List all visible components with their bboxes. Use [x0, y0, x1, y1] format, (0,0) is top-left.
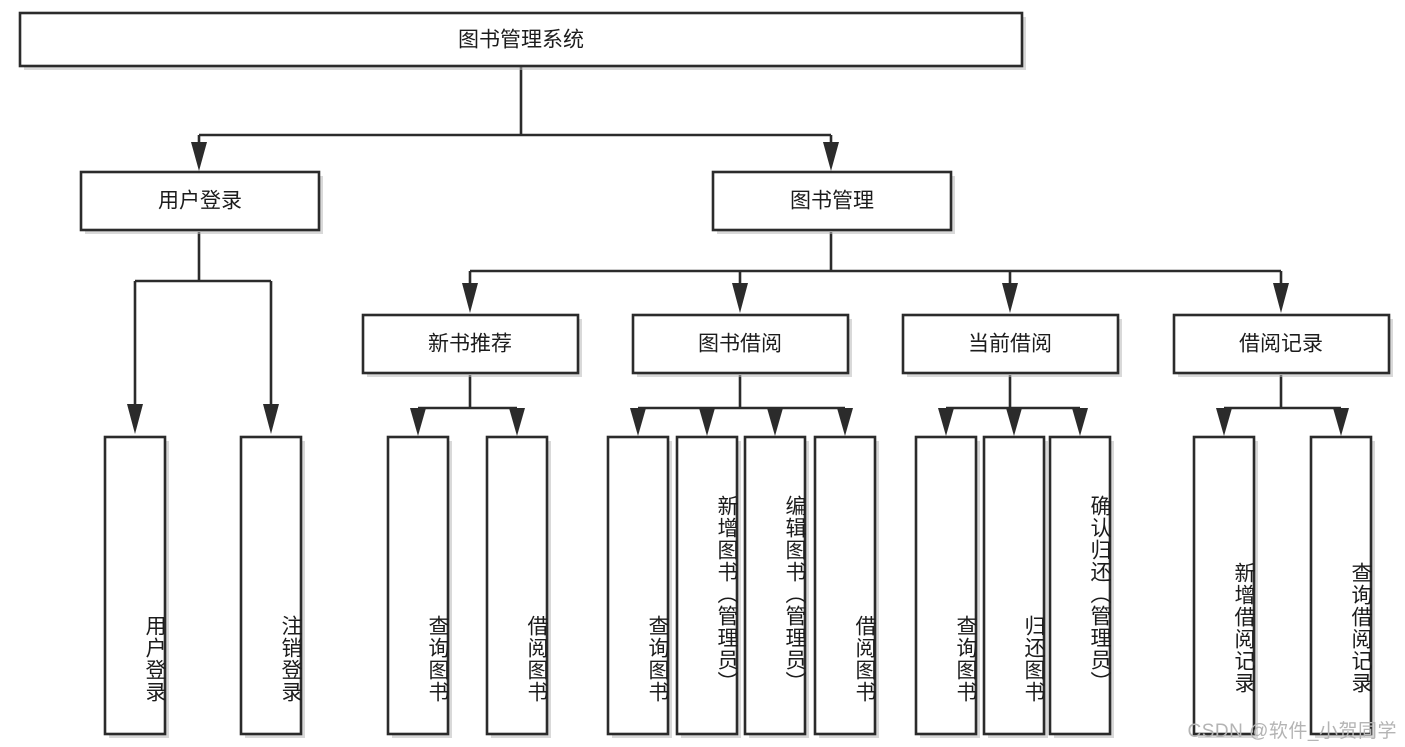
connector-group-book-mgmt-to-level3: [462, 232, 1289, 313]
leaf-group-new-book-recommend: [386, 435, 551, 738]
arrowhead-bb-leaf-4: [837, 408, 853, 436]
node-user-login-box[interactable]: [79, 170, 321, 232]
node-book-borrow[interactable]: 图书借阅: [631, 313, 852, 377]
leaf-nbr-1-box[interactable]: [386, 435, 450, 736]
leaf-bb-3-box[interactable]: [743, 435, 807, 736]
leaf-group-user-login: [103, 435, 305, 738]
arrowhead-bb-leaf-1: [630, 408, 646, 436]
node-root-box[interactable]: [18, 11, 1024, 68]
node-new-book-recommend-box[interactable]: [361, 313, 580, 375]
csdn-watermark: CSDN @软件_小贺同学: [1187, 721, 1397, 742]
connector-group-book-borrow-to-leaves: [630, 375, 853, 436]
arrowhead-nbr-leaf-2: [509, 408, 525, 436]
node-borrow-records-box[interactable]: [1172, 313, 1391, 375]
node-book-borrow-box[interactable]: [631, 313, 850, 375]
leaf-user-login-box[interactable]: [103, 435, 167, 736]
node-root-label: 图书管理系统: [458, 29, 584, 52]
arrowhead-new-book-recommend: [462, 283, 478, 313]
leaf-group-current-borrow: [914, 435, 1114, 738]
node-new-book-recommend-label: 新书推荐: [428, 333, 512, 356]
leaf-cb-2-box[interactable]: [982, 435, 1046, 736]
leaf-cb-1-box[interactable]: [914, 435, 978, 736]
leaf-bb-1-box[interactable]: [606, 435, 670, 736]
arrowhead-cb-leaf-2: [1006, 408, 1022, 436]
leaf-group-book-borrow: [606, 435, 879, 738]
connector-group-root-to-level2: [191, 66, 839, 171]
node-book-management-label: 图书管理: [790, 190, 874, 213]
leaf-br-2-box[interactable]: [1309, 435, 1373, 736]
node-book-management[interactable]: 图书管理: [711, 170, 955, 234]
connector-group-user-login-to-leaves: [127, 232, 279, 434]
arrowhead-leaf-user-login: [127, 404, 143, 434]
arrowhead-leaf-logout: [263, 404, 279, 434]
arrowhead-bb-leaf-3: [767, 408, 783, 436]
leaf-br-1-box[interactable]: [1192, 435, 1256, 736]
leaf-group-borrow-records: [1192, 435, 1375, 738]
arrowhead-bb-leaf-2: [699, 408, 715, 436]
arrowhead-book-mgmt: [823, 142, 839, 171]
arrowhead-book-borrow: [732, 283, 748, 313]
arrowhead-nbr-leaf-1: [410, 408, 426, 436]
leaf-bb-4-box[interactable]: [813, 435, 877, 736]
node-user-login-label: 用户登录: [158, 190, 242, 213]
connector-group-current-borrow-to-leaves: [938, 375, 1088, 436]
arrowhead-current-borrow: [1002, 283, 1018, 313]
node-current-borrow-label: 当前借阅: [968, 333, 1052, 356]
node-root[interactable]: 图书管理系统: [18, 11, 1026, 70]
arrowhead-br-leaf-1: [1216, 408, 1232, 436]
node-current-borrow-box[interactable]: [901, 313, 1120, 375]
node-borrow-records-label: 借阅记录: [1239, 333, 1323, 356]
leaf-logout-box[interactable]: [239, 435, 303, 736]
node-current-borrow[interactable]: 当前借阅: [901, 313, 1122, 377]
arrowhead-cb-leaf-3: [1072, 408, 1088, 436]
leaf-cb-3-box[interactable]: [1048, 435, 1112, 736]
node-book-management-box[interactable]: [711, 170, 953, 232]
node-user-login[interactable]: 用户登录: [79, 170, 323, 234]
leaf-bb-2-box[interactable]: [675, 435, 739, 736]
arrowhead-borrow-records: [1273, 283, 1289, 313]
leaf-nbr-2-box[interactable]: [485, 435, 549, 736]
arrowhead-cb-leaf-1: [938, 408, 954, 436]
node-borrow-records[interactable]: 借阅记录: [1172, 313, 1393, 377]
connector-group-new-book-recommend-to-leaves: [410, 375, 525, 436]
arrowhead-br-leaf-2: [1333, 408, 1349, 436]
connector-group-borrow-records-to-leaves: [1216, 375, 1349, 436]
node-new-book-recommend[interactable]: 新书推荐: [361, 313, 582, 377]
arrowhead-user-login: [191, 142, 207, 171]
node-book-borrow-label: 图书借阅: [698, 333, 782, 356]
